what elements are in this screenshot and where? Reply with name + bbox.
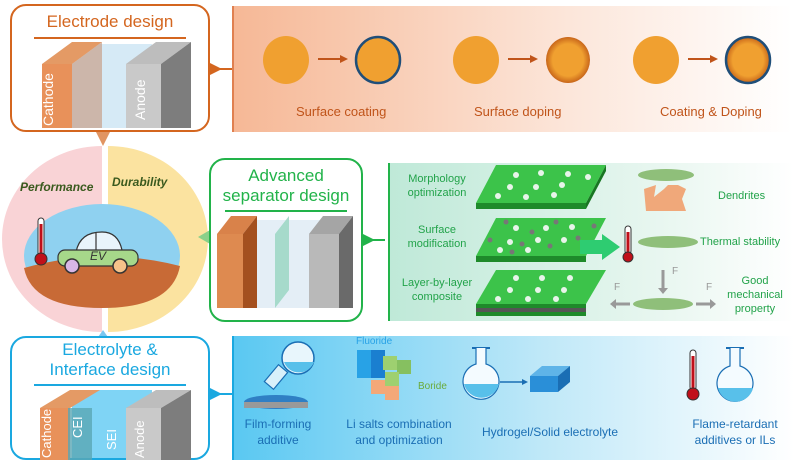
electrolyte-design-box: Electrolyte & Interface design Cathode C… bbox=[10, 336, 210, 460]
electrolyte-strategy-label: Film-forming additive bbox=[238, 416, 318, 448]
hydrogel-flask-icon bbox=[462, 347, 570, 400]
cathode-label: Cathode bbox=[40, 73, 56, 126]
electrolyte-anode-label: Anode bbox=[132, 420, 147, 458]
separator-title-line2: separator design bbox=[222, 186, 350, 205]
force-label-left: F bbox=[614, 282, 621, 293]
separator-method-label: Surface modification bbox=[392, 223, 482, 251]
force-label-top: F bbox=[672, 266, 679, 277]
mechanical-line1: Good bbox=[741, 275, 769, 287]
electrode-strategies-panel bbox=[232, 6, 792, 132]
strategy-line2: and optimization bbox=[355, 433, 443, 447]
force-label-right: F bbox=[706, 282, 713, 293]
surface-modification-plate bbox=[476, 218, 606, 262]
electrolyte-connector bbox=[210, 388, 232, 400]
method-line1: Layer-by-layer bbox=[401, 277, 473, 289]
morphology-plate bbox=[476, 165, 606, 209]
ev-label: EV bbox=[90, 249, 107, 263]
electrode-strategy-label: Surface coating bbox=[296, 104, 387, 119]
thermometer-icon bbox=[622, 225, 634, 263]
electrode-strategy-label: Surface doping bbox=[474, 104, 562, 119]
durability-label: Durability bbox=[112, 175, 168, 189]
anode-block bbox=[126, 42, 191, 128]
method-line2: composite bbox=[411, 291, 463, 303]
electrolyte-title-line2: Interface design bbox=[49, 360, 171, 379]
strategy-line1: Film-forming bbox=[244, 417, 312, 431]
boride-label: Boride bbox=[418, 381, 447, 392]
electrode-design-box: Electrode design Cathode Anode bbox=[10, 4, 210, 132]
electrolyte-strategies-panel bbox=[232, 336, 794, 460]
separator-title-line1: Advanced bbox=[248, 166, 324, 185]
thermometer-icon bbox=[34, 217, 48, 266]
strategy-line2: additives or ILs bbox=[694, 433, 776, 447]
electrolyte-cathode-block bbox=[40, 390, 100, 460]
electrode-down-arrow bbox=[96, 132, 110, 146]
li-salts-cubes-icon bbox=[357, 350, 411, 400]
arrow-right-icon bbox=[508, 55, 538, 63]
electrode-strategy-label: Coating & Doping bbox=[660, 104, 762, 119]
method-line1: Surface bbox=[418, 224, 456, 236]
electrode-connector bbox=[210, 63, 232, 75]
arrow-right-icon bbox=[318, 55, 348, 63]
electrolyte-strategy-label: Li salts combination and optimization bbox=[334, 416, 464, 448]
flame-retardant-icon bbox=[686, 347, 754, 402]
separator-design-box: Advanced separator design bbox=[209, 158, 363, 322]
separator-membrane bbox=[275, 216, 289, 308]
electrolyte-title-underline bbox=[34, 384, 186, 386]
separator-anode-block bbox=[309, 216, 353, 308]
dendrite-disc-icon bbox=[638, 169, 694, 211]
thermal-disc-icon bbox=[638, 236, 698, 248]
center-to-separator-arrow bbox=[198, 230, 210, 244]
film-forming-additive-icon bbox=[244, 341, 315, 409]
pristine-particle-icon bbox=[453, 36, 499, 84]
separator-title-underline bbox=[225, 210, 347, 212]
separator-method-label: Layer-by-layer composite bbox=[392, 276, 482, 304]
electrode-title-underline bbox=[34, 37, 186, 39]
separator-method-label: Morphology optimization bbox=[392, 172, 482, 200]
strategy-line1: Hydrogel/Solid electrolyte bbox=[481, 425, 619, 439]
modified-particle-icon bbox=[354, 35, 402, 85]
electrode-design-title: Electrode design bbox=[46, 12, 174, 31]
performance-label: Performance bbox=[20, 180, 94, 194]
method-line2: modification bbox=[407, 238, 467, 250]
electrolyte-anode-block bbox=[126, 390, 191, 460]
thermal-stability-label: Thermal stability bbox=[700, 236, 781, 248]
separator-cathode-block bbox=[217, 216, 257, 308]
separator-connector bbox=[363, 234, 385, 246]
modified-particle-icon bbox=[724, 35, 772, 85]
electrolyte-strategy-label: Hydrogel/Solid electrolyte bbox=[470, 424, 630, 440]
method-line2: optimization bbox=[407, 187, 467, 199]
mechanical-line3: property bbox=[734, 303, 776, 315]
method-line1: Morphology bbox=[408, 173, 466, 185]
mechanical-property-label: Good mechanical property bbox=[720, 274, 790, 316]
pristine-particle-icon bbox=[633, 36, 679, 84]
arrow-right-icon bbox=[688, 55, 718, 63]
mechanical-line2: mechanical bbox=[727, 289, 783, 301]
modified-particle-icon bbox=[546, 37, 590, 83]
strategy-line1: Flame-retardant bbox=[692, 417, 778, 431]
strategy-line1: Li salts combination bbox=[346, 417, 452, 431]
fluoride-label: Fluoride bbox=[356, 336, 393, 347]
mechanical-disc-icon bbox=[610, 270, 716, 310]
electrolyte-cathode-label: Cathode bbox=[39, 408, 54, 458]
cathode-block bbox=[42, 42, 102, 128]
dendrites-label: Dendrites bbox=[718, 190, 766, 202]
ev-car-icon bbox=[57, 231, 139, 274]
cei-label: CEI bbox=[70, 416, 85, 438]
layer-by-layer-plate bbox=[476, 270, 606, 316]
electrolyte-strategy-label: Flame-retardant additives or ILs bbox=[680, 416, 790, 448]
improvement-arrow bbox=[580, 234, 620, 260]
strategy-line2: additive bbox=[257, 433, 299, 447]
pristine-particle-icon bbox=[263, 36, 309, 84]
anode-label: Anode bbox=[132, 79, 148, 120]
electrolyte-title-line1: Electrolyte & bbox=[62, 340, 158, 359]
